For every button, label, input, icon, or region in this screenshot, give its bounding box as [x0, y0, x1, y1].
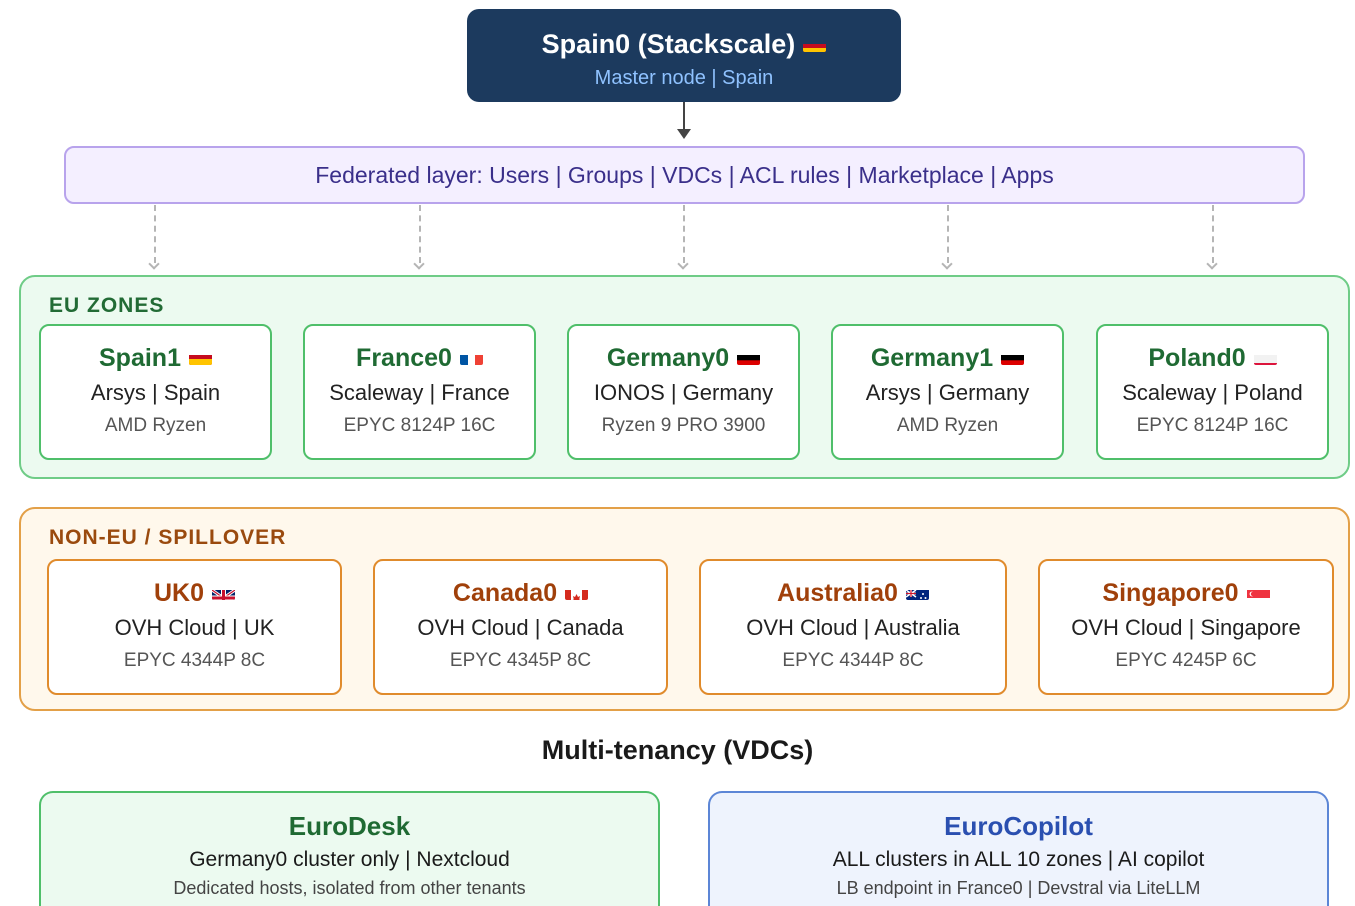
zone-card-france0: France0 Scaleway | France EPYC 8124P 16C: [303, 324, 536, 460]
zone-card-provider: OVH Cloud | Australia: [746, 615, 960, 640]
zone-card-name: Canada0: [375, 579, 666, 608]
vdc-name: EuroCopilot: [944, 811, 1093, 841]
zone-card-hardware: EPYC 8124P 16C: [343, 415, 496, 436]
zone-card-provider: Scaleway | Poland: [1122, 380, 1303, 405]
arrow-down-icon: [941, 258, 953, 270]
france-flag-icon: [459, 349, 483, 366]
zone-card-provider: Arsys | Germany: [865, 380, 1030, 405]
dashed-connector: [154, 205, 156, 263]
zone-card-hardware: AMD Ryzen: [104, 415, 207, 436]
vdc-detail: Dedicated hosts, isolated from other ten…: [173, 878, 526, 898]
spain-flag-icon: [803, 36, 827, 52]
zone-card-germany0: Germany0 IONOS | Germany Ryzen 9 PRO 390…: [567, 324, 800, 460]
arrow-down-icon: [413, 258, 425, 270]
zone-card-hardware: Ryzen 9 PRO 3900: [601, 415, 766, 436]
master-node-title: Spain0 (Stackscale): [467, 29, 901, 60]
poland-flag-icon: [1253, 349, 1277, 366]
zone-card-provider: Scaleway | France: [329, 380, 510, 405]
zone-card-name: Spain1: [41, 344, 270, 373]
vdc-description: ALL clusters in ALL 10 zones | AI copilo…: [832, 848, 1205, 871]
zone-card-poland0: Poland0 Scaleway | Poland EPYC 8124P 16C: [1096, 324, 1329, 460]
zone-card-provider: OVH Cloud | UK: [114, 615, 275, 640]
zone-card-name: Germany0: [569, 344, 798, 373]
eu-zones-title: EU ZONES: [49, 294, 165, 317]
zone-card-hardware: EPYC 4345P 8C: [449, 650, 592, 671]
arrow-down-icon: [148, 258, 160, 270]
singapore-flag-icon: [1246, 584, 1270, 601]
dashed-connector: [683, 205, 685, 263]
vdc-description: Germany0 cluster only | Nextcloud: [189, 848, 510, 871]
spain-flag-icon: [188, 349, 212, 366]
arrow-down-icon: [677, 129, 691, 139]
arrow-down-icon: [677, 258, 689, 270]
master-node: Spain0 (Stackscale) Master node | Spain: [467, 9, 901, 102]
zone-card-hardware: EPYC 4344P 8C: [782, 650, 924, 671]
zone-card-name: Germany1: [833, 344, 1062, 373]
connector-line: [683, 102, 685, 132]
dashed-connector: [947, 205, 949, 263]
zone-card-hardware: EPYC 4245P 6C: [1115, 650, 1257, 671]
uk-flag-icon: [212, 584, 235, 601]
vdc-card-eurocopilot: EuroCopilot ALL clusters in ALL 10 zones…: [708, 791, 1329, 906]
zone-card-name: Poland0: [1098, 344, 1327, 373]
zone-card-hardware: EPYC 8124P 16C: [1136, 415, 1289, 436]
zone-card-provider: OVH Cloud | Canada: [417, 615, 624, 640]
zone-card-name: UK0: [49, 579, 340, 608]
germany-flag-icon: [737, 349, 761, 366]
vdc-detail: LB endpoint in France0 | Devstral via Li…: [836, 878, 1201, 898]
zone-card-hardware: AMD Ryzen: [896, 415, 999, 436]
arrow-down-icon: [1206, 258, 1218, 270]
vdc-name: EuroDesk: [288, 811, 411, 841]
vdc-card-eurodesk: EuroDesk Germany0 cluster only | Nextclo…: [39, 791, 660, 906]
canada-flag-icon: [565, 584, 589, 601]
zone-card-uk0: UK0 OVH Cloud | UK EPYC 4344P 8C: [47, 559, 342, 695]
zone-card-hardware: EPYC 4344P 8C: [123, 650, 266, 671]
zone-card-provider: IONOS | Germany: [593, 380, 774, 405]
zone-card-australia0: Australia0 OVH Cloud | Australia EPYC 43…: [699, 559, 1007, 695]
zone-card-spain1: Spain1 Arsys | Spain AMD Ryzen: [39, 324, 272, 460]
non-eu-zones-title: NON-EU / SPILLOVER: [49, 526, 287, 549]
zone-card-name: Singapore0: [1040, 579, 1332, 608]
zone-card-germany1: Germany1 Arsys | Germany AMD Ryzen: [831, 324, 1064, 460]
australia-flag-icon: [905, 584, 929, 601]
dashed-connector: [419, 205, 421, 263]
federated-layer: Federated layer: Users | Groups | VDCs |…: [64, 146, 1305, 204]
master-node-subtitle: Master node | Spain: [594, 67, 774, 89]
zone-card-provider: OVH Cloud | Singapore: [1071, 615, 1301, 640]
zone-card-singapore0: Singapore0 OVH Cloud | Singapore EPYC 42…: [1038, 559, 1334, 695]
dashed-connector: [1212, 205, 1214, 263]
zone-card-canada0: Canada0 OVH Cloud | Canada EPYC 4345P 8C: [373, 559, 668, 695]
zone-card-name: France0: [305, 344, 534, 373]
multitenancy-title: Multi-tenancy (VDCs): [541, 735, 814, 765]
zone-card-name: Australia0: [701, 579, 1005, 608]
zone-card-provider: Arsys | Spain: [90, 380, 221, 405]
germany-flag-icon: [1001, 349, 1025, 366]
